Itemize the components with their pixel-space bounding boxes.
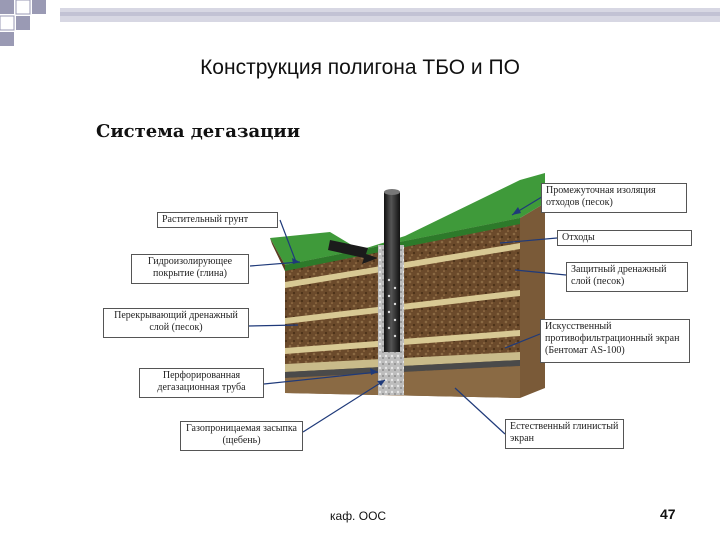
page-subtitle: Система дегазации <box>96 121 301 142</box>
label-artificial-screen: Искусственный противофильтрационный экра… <box>540 319 690 363</box>
degassing-pipe <box>384 192 400 352</box>
label-waterproof-cover: Гидроизолирующее покрытие (глина) <box>131 254 249 284</box>
page-title: Конструкция полигона ТБО и ПО <box>200 56 520 79</box>
decorative-squares <box>0 0 720 50</box>
label-waste: Отходы <box>557 230 692 246</box>
footer-department: каф. ООС <box>330 509 387 523</box>
label-overlapping-drainage: Перекрывающий дренажный слой (песок) <box>103 308 249 338</box>
label-intermediate-isolation: Промежуточная изоляция отходов (песок) <box>541 183 687 213</box>
side-face <box>520 203 545 398</box>
label-natural-clay-screen: Естественный глинистый экран <box>505 419 624 449</box>
page-number: 47 <box>660 506 676 522</box>
label-perforated-pipe: Перфорированная дегазационная труба <box>139 368 264 398</box>
label-vegetation-soil: Растительный грунт <box>157 212 278 228</box>
gas-flow-arrow <box>328 240 378 264</box>
label-gas-permeable-fill: Газопроницаемая засыпка (щебень) <box>180 421 303 451</box>
label-protective-drainage: Защитный дренажный слой (песок) <box>566 262 688 292</box>
